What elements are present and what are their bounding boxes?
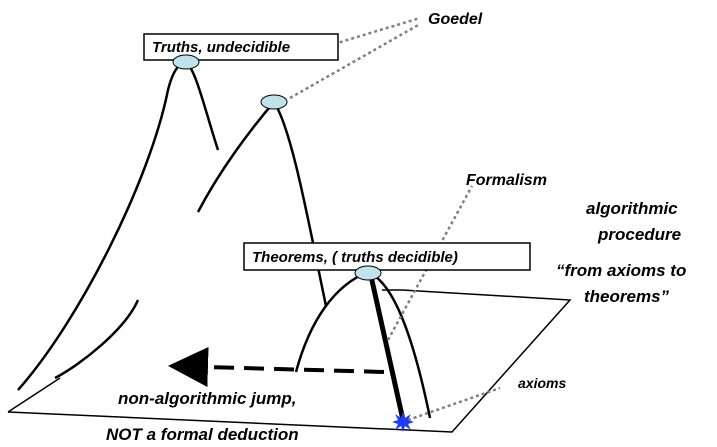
axioms-label: axioms — [518, 375, 566, 391]
procedure-label: algorithmic procedure “from axioms to th… — [556, 199, 686, 306]
dotted-connectors — [289, 16, 501, 422]
base-plane — [7, 289, 572, 433]
truths-node — [172, 54, 200, 70]
procedure-line-2: procedure — [597, 225, 681, 244]
truths-box — [143, 33, 339, 61]
procedure-line-3: “from axioms to — [556, 261, 686, 280]
goedel-ridge — [196, 101, 328, 307]
jump-label-line-2: NOT a formal deduction — [106, 425, 299, 444]
deduction-line — [368, 275, 406, 421]
goedel-node — [260, 94, 288, 110]
procedure-line-4: theorems” — [584, 287, 670, 306]
jump-arrow — [168, 347, 385, 388]
truths-label: Truths, undecidible — [152, 39, 290, 56]
theorems-node — [354, 265, 382, 281]
goedel-label: Goedel — [428, 11, 483, 28]
procedure-line-1: algorithmic — [586, 199, 678, 218]
star-icon — [392, 412, 414, 432]
theorems-mountain — [294, 270, 432, 419]
truths-mountain — [17, 60, 220, 391]
theorems-box — [243, 242, 531, 271]
theorems-label: Theorems, ( truths decidible) — [252, 249, 458, 266]
jump-label-line-1: non-algorithmic jump, — [118, 389, 297, 408]
formalism-label: Formalism — [466, 172, 547, 189]
